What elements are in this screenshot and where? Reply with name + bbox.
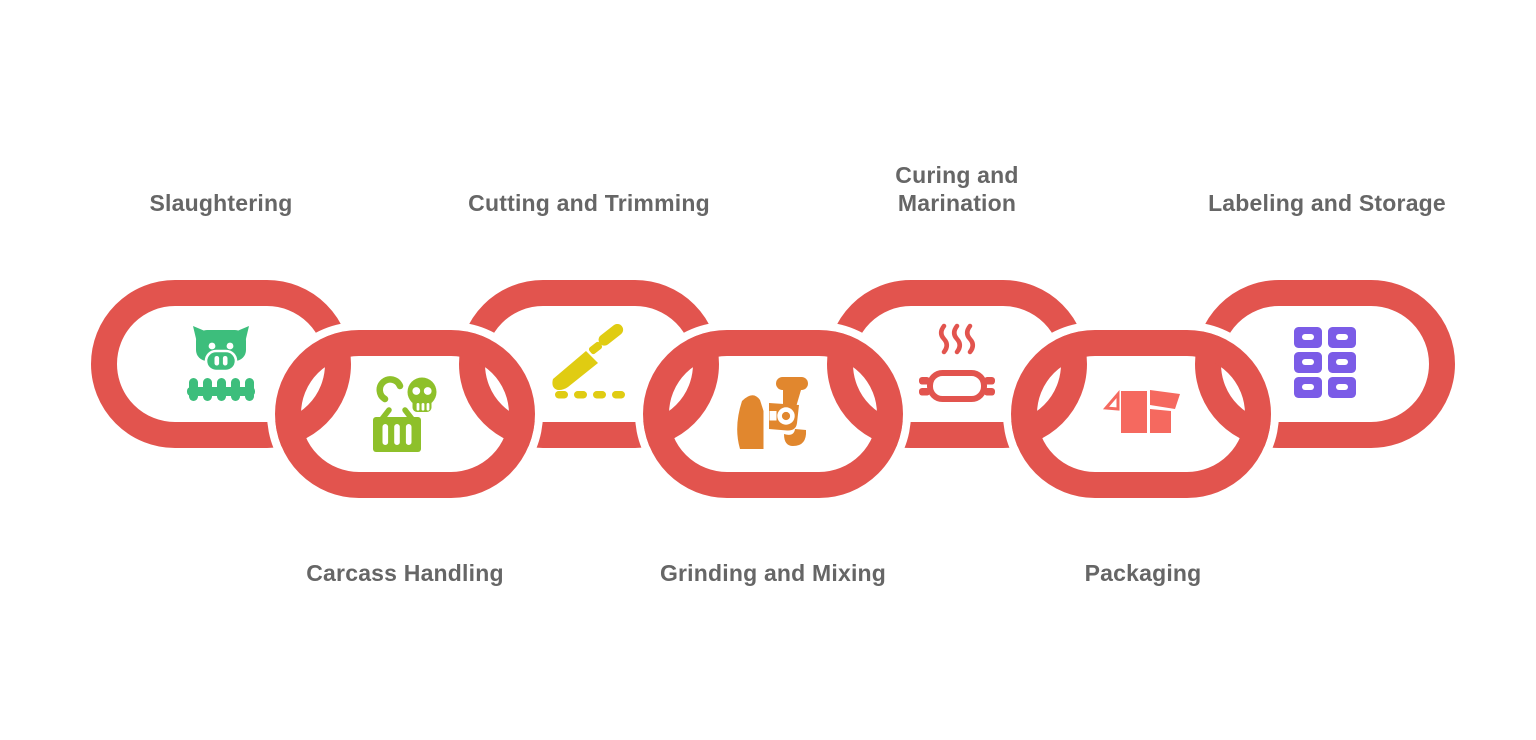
cow-fence-icon (181, 325, 261, 405)
step-label-curing-marination: Curing and Marination (895, 162, 1019, 216)
step-label-slaughtering: Slaughtering (149, 190, 293, 216)
step-label-carcass-handling: Carcass Handling (306, 560, 504, 586)
meat-grinder-icon (733, 375, 813, 455)
hook-skull-crate-icon (365, 374, 445, 454)
step-label-grinding-mixing: Grinding and Mixing (659, 560, 887, 586)
step-label-labeling-storage: Labeling and Storage (1208, 190, 1446, 216)
knife-icon (549, 324, 629, 404)
step-label-packaging: Packaging (1084, 560, 1202, 586)
storage-drawers-icon (1285, 323, 1365, 403)
steaming-dish-icon (917, 322, 997, 402)
step-label-cutting-trimming: Cutting and Trimming (468, 190, 710, 216)
open-box-icon (1101, 375, 1181, 455)
